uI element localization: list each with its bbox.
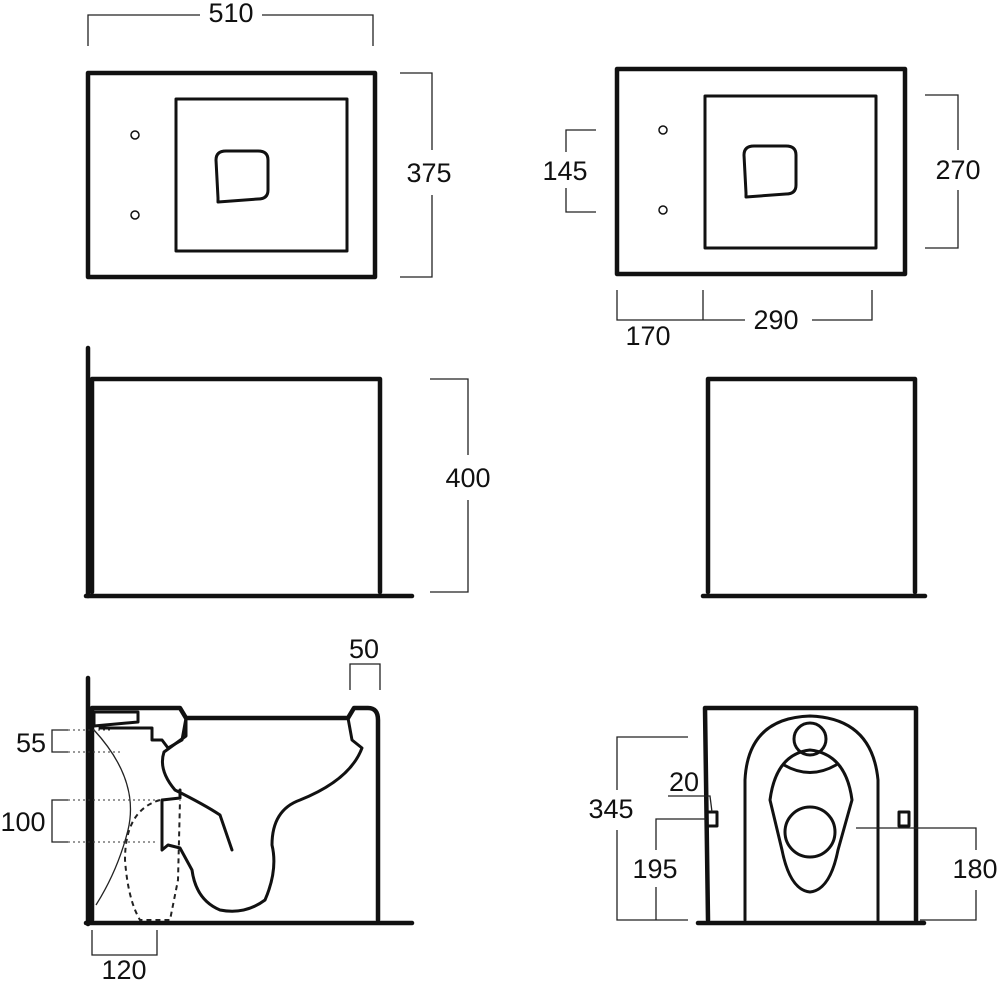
- fixing-hole-top: [658, 125, 668, 135]
- dim-20: 20: [669, 767, 699, 797]
- dim-120-line: [91, 930, 158, 956]
- dim-195-line: [655, 818, 706, 920]
- dim-100-line: [51, 799, 68, 843]
- dim-100: 100: [0, 807, 45, 837]
- dim-400-line: [430, 378, 469, 593]
- dim-50-line: [349, 663, 381, 690]
- dim-145: 145: [542, 156, 587, 186]
- dim-100-leader: [68, 799, 158, 843]
- fixing-hole-bottom: [130, 210, 140, 220]
- dim-170-290-line: [616, 290, 873, 321]
- dim-55-line: [51, 729, 68, 753]
- seat-area: [174, 97, 349, 253]
- dim-55-leader: [68, 729, 120, 753]
- fixing-hole-bottom: [658, 205, 668, 215]
- inner-channel: [768, 748, 854, 894]
- dim-345-line: [616, 736, 688, 921]
- trap-curve: [160, 716, 364, 913]
- section-view: 50 55 100 120: [0, 634, 415, 982]
- dim-120: 120: [101, 955, 146, 982]
- dim-180-line: [856, 827, 977, 921]
- fixing-right: [897, 810, 911, 828]
- fixing-left: [705, 810, 719, 828]
- dim-50: 50: [349, 634, 379, 664]
- front-elevation: [700, 376, 928, 599]
- plan-view-right: 145 270 170 290: [542, 66, 981, 351]
- body-outline: [702, 705, 919, 923]
- outlet-hidden: [123, 799, 181, 921]
- dim-290: 290: [753, 305, 798, 335]
- plan-view-left: 510 375: [85, 0, 452, 280]
- dim-510: 510: [208, 0, 253, 28]
- pan-outline: [614, 66, 908, 277]
- inlet-cap: [92, 710, 140, 728]
- rear-view: 345 20 195 180: [588, 705, 998, 926]
- body-outline: [89, 705, 381, 923]
- dim-270: 270: [935, 155, 980, 185]
- dim-345: 345: [588, 794, 633, 824]
- bowl-opening: [214, 149, 270, 204]
- flush-inlet: [98, 716, 188, 750]
- body-outline: [89, 376, 383, 595]
- dim-375: 375: [406, 158, 451, 188]
- dim-195: 195: [632, 854, 677, 884]
- inlet-circle: [792, 721, 828, 757]
- dim-375-line: [400, 72, 433, 278]
- outer-arch: [743, 714, 880, 922]
- dim-510-line: [87, 14, 374, 46]
- dim-400: 400: [445, 463, 490, 493]
- dim-270-line: [925, 94, 959, 249]
- dim-55: 55: [16, 728, 46, 758]
- body-outline: [705, 376, 918, 595]
- side-elevation: 400: [83, 345, 491, 599]
- dim-180: 180: [952, 854, 997, 884]
- outlet-circle: [783, 805, 837, 859]
- fixing-hole-top: [130, 130, 140, 140]
- wall-curve: [93, 729, 132, 906]
- bowl-front: [160, 716, 234, 852]
- seat-area: [703, 94, 878, 250]
- bowl-opening: [742, 144, 798, 199]
- dim-20-line: [668, 795, 713, 813]
- inlet-lip: [782, 763, 838, 774]
- dim-145-line: [565, 129, 596, 213]
- pan-outline: [85, 70, 378, 280]
- dim-170: 170: [625, 321, 670, 351]
